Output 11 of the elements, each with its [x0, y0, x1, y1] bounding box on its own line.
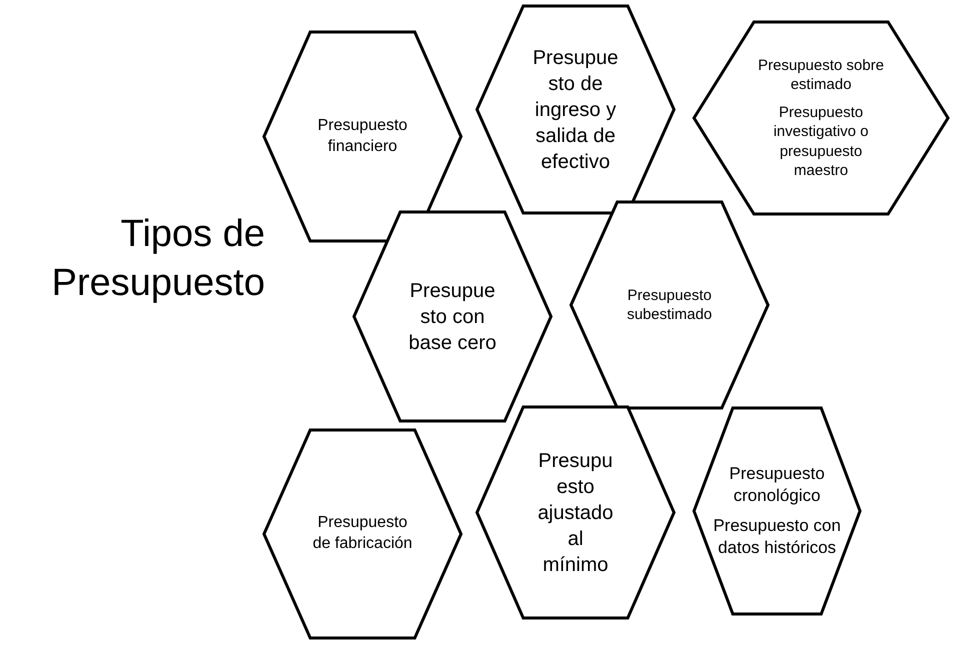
hexagon-label: Presupuesto de ingreso y salida de efectivo: [532, 46, 620, 174]
diagram-title: Tipos de Presupuesto: [50, 212, 265, 306]
hexagon-label: Presupuesto ajustado al mínimo: [536, 448, 614, 578]
hexagon-label: Presupuesto sobre estimado: [757, 56, 885, 94]
hexagon-label: Presupuesto de fabricación: [312, 513, 414, 554]
hexagon-label: Presupuesto subestimado: [626, 286, 714, 324]
hexagon-label: Presupuesto con datos históricos: [712, 515, 842, 560]
hexagon-label: Presupuesto con base cero: [408, 278, 498, 356]
hexagon-label: Presupuesto investigativo o presupuesto maestro: [772, 102, 870, 180]
hexagon-label: Presupuesto financiero: [316, 116, 408, 156]
hexagon-label: Presupuesto cronológico: [728, 462, 826, 507]
